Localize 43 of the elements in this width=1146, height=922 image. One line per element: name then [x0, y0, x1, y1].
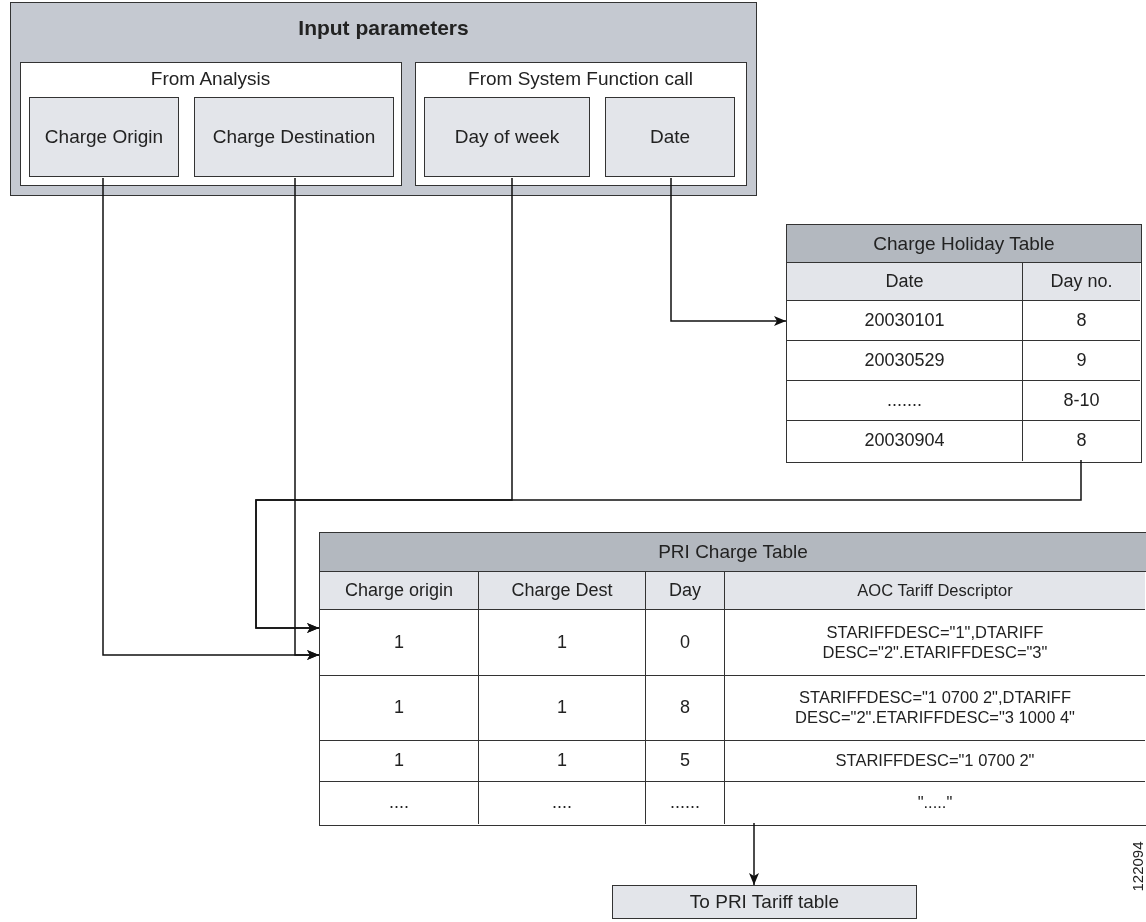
process-box — [194, 97, 394, 177]
group-title: From Analysis — [149, 67, 272, 91]
box-label: Charge Destination — [211, 125, 377, 149]
column-header: Day — [646, 572, 725, 610]
process-box — [612, 885, 917, 919]
table-cell: ....... — [787, 381, 1023, 421]
arrow — [294, 177, 320, 660]
process-box — [605, 97, 735, 177]
table-cell: 20030529 — [787, 341, 1023, 381]
table-cell: 1 — [320, 741, 479, 782]
group-title: From System Function call — [467, 67, 694, 91]
table-cell: 0 — [646, 610, 725, 676]
group-box — [414, 61, 747, 186]
table-cell: 1 — [479, 610, 646, 676]
table-cell: 1 — [320, 610, 479, 676]
arrow — [255, 459, 1082, 633]
box-label: Charge Origin — [43, 125, 165, 149]
table — [786, 224, 1142, 463]
table-title: PRI Charge Table — [320, 533, 1146, 572]
process-box — [29, 97, 179, 177]
group-title: Input parameters — [297, 15, 470, 41]
column-header: AOC Tariff Descriptor — [725, 572, 1145, 610]
figure-number: 122094 — [1128, 841, 1146, 892]
table — [319, 532, 1146, 826]
process-box — [424, 97, 590, 177]
column-header: Charge Dest — [479, 572, 646, 610]
table-cell: 1 — [479, 676, 646, 741]
box-label: Date — [648, 125, 692, 149]
group-panel — [10, 2, 757, 196]
group-box — [19, 61, 402, 186]
arrow — [670, 177, 787, 326]
table-cell: 1 — [320, 676, 479, 741]
column-header: Date — [787, 263, 1023, 301]
box-label: To PRI Tariff table — [688, 890, 841, 914]
table-title: Charge Holiday Table — [787, 225, 1141, 263]
table-cell: 8 — [646, 676, 725, 741]
table-cell: 5 — [646, 741, 725, 782]
column-header: Day no. — [1023, 263, 1140, 301]
arrow — [749, 822, 759, 886]
table-cell: 1 — [479, 741, 646, 782]
box-label: Day of week — [453, 125, 561, 149]
column-header: Charge origin — [320, 572, 479, 610]
table-cell: 20030101 — [787, 301, 1023, 341]
